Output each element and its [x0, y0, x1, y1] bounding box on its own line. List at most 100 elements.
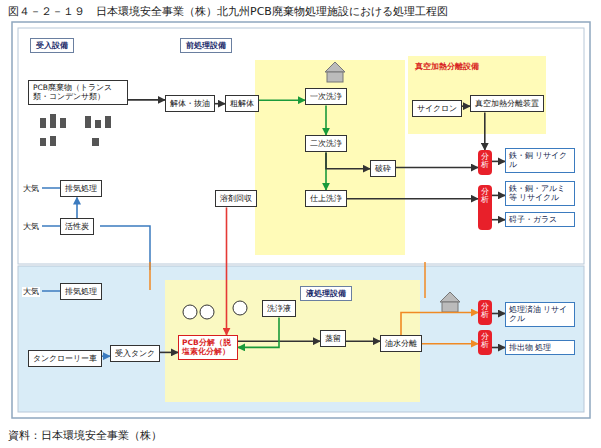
flow-connector — [325, 105, 327, 135]
output-box: 処理済油 リサイクル — [505, 302, 575, 327]
node-text: 分析 — [481, 188, 489, 205]
output-box: 排出物 処理 — [505, 340, 575, 355]
return-lines — [150, 262, 425, 298]
tank-box: 受入タンク — [110, 345, 160, 362]
node-text: 活性炭 — [65, 222, 89, 231]
flow-connector — [128, 99, 165, 101]
highlight-area — [408, 56, 546, 134]
flow-connector — [492, 347, 506, 349]
node-text: 処理済油 リサイクル — [509, 305, 571, 324]
vehicle-box: タンクローリー車 — [28, 350, 102, 367]
node-text: 分析 — [481, 303, 489, 320]
node-text: 一次洗浄 — [310, 92, 342, 101]
output-box: 碍子・ガラス — [505, 212, 575, 227]
node-text: 排気処理 — [65, 287, 97, 296]
flow-connector — [484, 112, 486, 150]
flow-connector — [492, 161, 506, 163]
flow-connector — [346, 340, 380, 342]
analysis-marker: 分析 — [478, 300, 492, 325]
section-header: 液処理設備 — [300, 286, 352, 301]
node-text: 蒸留 — [325, 334, 341, 343]
node-text: 受入設備 — [36, 41, 68, 50]
exhaust-lines — [42, 188, 150, 291]
node-text: 二次洗浄 — [310, 139, 342, 148]
tank-box: 溶剤回収 — [215, 190, 257, 207]
outer-frame — [12, 22, 590, 418]
node-text: 分析 — [481, 153, 489, 170]
source-box: PCB廃棄物（トランス類・コンデンサ類） — [28, 80, 128, 105]
node-text: 分析 — [481, 333, 489, 350]
flow-connector — [396, 167, 478, 169]
node-text: 溶剤回収 — [220, 194, 252, 203]
exhaust-label: 大気 — [22, 287, 40, 297]
process-box: 活性炭 — [60, 218, 94, 235]
process-box: 蒸留 — [320, 330, 346, 347]
node-text: PCB廃棄物（トランス類・コンデンサ類） — [33, 83, 123, 102]
process-box: 破砕 — [370, 160, 396, 177]
node-text: サイクロン — [417, 104, 457, 113]
flow-connector — [401, 313, 478, 336]
flow-connector — [238, 317, 279, 347]
exhaust-label: 大気 — [22, 184, 40, 194]
process-box: サイクロン — [412, 100, 462, 117]
analysis-marker: 分析 — [478, 330, 492, 355]
node-text: 仕上洗浄 — [310, 194, 342, 203]
flow-connector — [492, 313, 506, 315]
node-text: 受入タンク — [115, 349, 155, 358]
flow-connector — [326, 152, 370, 168]
node-text: 破砕 — [375, 164, 391, 173]
node-text: 前処理設備 — [186, 41, 226, 50]
exhaust-label: 大気 — [22, 222, 40, 232]
node-text: 液処理設備 — [306, 289, 346, 298]
node-text: 碍子・ガラス — [509, 215, 571, 224]
reactor-icons — [183, 301, 247, 319]
process-box: 排気処理 — [60, 283, 102, 300]
flow-connector — [462, 105, 470, 107]
node-text: 鉄・銅 リサイクル — [509, 151, 571, 170]
flow-connector — [347, 198, 478, 200]
flow-connector — [102, 355, 110, 357]
node-text: 真空加熱分離設備 — [415, 62, 479, 71]
flow-connector — [259, 99, 305, 101]
highlight-area — [255, 60, 405, 255]
node-text: 排出物 処理 — [509, 343, 571, 352]
node-text: 洗浄液 — [267, 304, 291, 313]
node-text: 解体・抜油 — [170, 99, 210, 108]
node-text: 真空加熱分離装置 — [475, 99, 539, 108]
flow-connector — [215, 103, 225, 105]
flow-connector — [160, 352, 178, 354]
figure-title: 図４－２－１９ 日本環境安全事業（株）北九州PCB廃棄物処理施設における処理工程… — [8, 4, 448, 19]
reactor-box: PCB分解（脱塩素化分解） — [178, 335, 238, 360]
drum-icons — [40, 114, 111, 146]
flow-connector — [76, 197, 78, 218]
process-box: 排気処理 — [60, 180, 102, 197]
node-text: 粗解体 — [230, 99, 254, 108]
process-box: 仕上洗浄 — [305, 190, 347, 207]
node-text: タンクローリー車 — [33, 354, 97, 363]
upper-area — [18, 28, 584, 264]
node-text: 鉄・銅・アルミ等 リサイクル — [509, 184, 571, 203]
node-text: PCB分解（脱塩素化分解） — [182, 338, 234, 357]
flow-connector — [422, 343, 478, 345]
analysis-marker: 分析 — [478, 185, 492, 230]
tank-box: 洗浄液 — [262, 300, 296, 317]
process-box: 解体・抜油 — [165, 95, 215, 112]
analysis-marker: 分析 — [478, 150, 492, 175]
section-header: 受入設備 — [30, 38, 74, 53]
output-box: 鉄・銅 リサイクル — [505, 148, 575, 173]
figure-caption: 資料：日本環境安全事業（株） — [8, 428, 162, 443]
process-box: 真空加熱分離装置 — [470, 95, 544, 112]
flow-connector — [492, 195, 506, 197]
process-box: 粗解体 — [225, 95, 259, 112]
lower-area — [18, 266, 584, 412]
flow-connector — [492, 219, 506, 221]
node-text: 排気処理 — [65, 184, 97, 193]
equipment-title: 真空加熱分離設備 — [415, 62, 479, 71]
output-box: 鉄・銅・アルミ等 リサイクル — [505, 181, 575, 206]
section-header: 前処理設備 — [180, 38, 232, 53]
process-box: 一次洗浄 — [305, 88, 347, 105]
node-text: 油水分離 — [385, 339, 417, 348]
process-box: 二次洗浄 — [305, 135, 347, 152]
process-box: 油水分離 — [380, 335, 422, 352]
